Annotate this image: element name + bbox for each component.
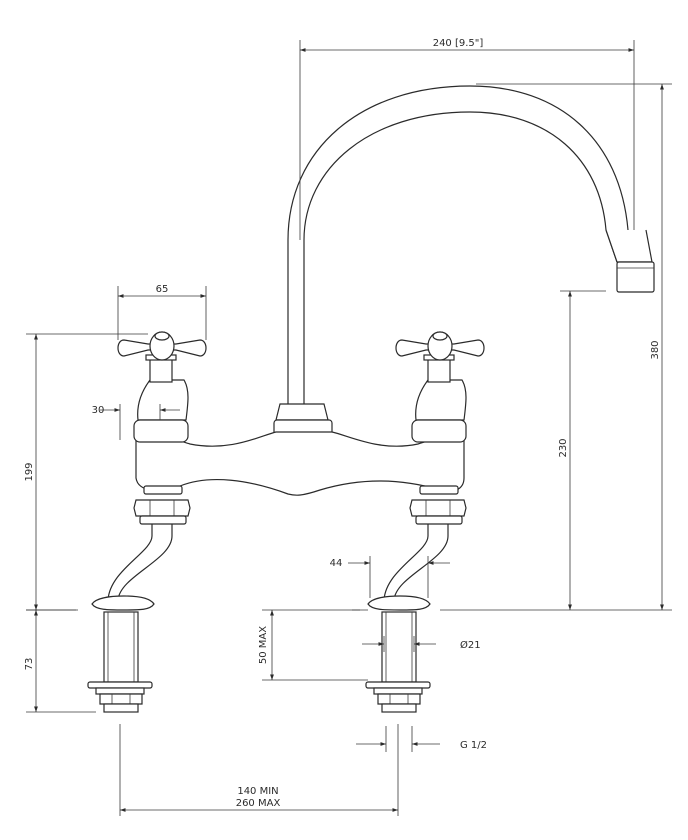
dimension-labels: 240 [9.5"] 380 230 199 73 65 30 50 MAX 4… xyxy=(24,38,661,809)
left-valve xyxy=(117,331,207,443)
spout-collar xyxy=(275,403,329,421)
label-stem-offset: 30 xyxy=(92,405,105,416)
left-flange xyxy=(91,595,155,611)
label-spout-height: 230 xyxy=(558,438,569,457)
right-shank xyxy=(365,611,431,713)
label-centres-max: 260 MAX xyxy=(236,798,281,809)
label-body-height: 199 xyxy=(24,462,35,481)
left-shank xyxy=(87,611,153,713)
label-spout-reach: 240 [9.5"] xyxy=(433,38,484,49)
right-leg xyxy=(383,524,449,601)
label-handle-span: 65 xyxy=(156,284,169,295)
label-shank-diameter: Ø21 xyxy=(460,639,481,651)
spout xyxy=(287,85,629,406)
label-thread: G 1/2 xyxy=(460,740,487,751)
spout-nozzle xyxy=(616,261,655,293)
label-centres-min: 140 MIN xyxy=(237,786,278,797)
label-overall-height: 380 xyxy=(650,340,661,359)
dimension-lines xyxy=(34,48,664,812)
left-leg xyxy=(107,524,173,601)
label-max-deck: 50 MAX xyxy=(258,626,269,664)
right-union-nut xyxy=(409,485,467,525)
left-union-nut xyxy=(133,485,191,525)
right-flange xyxy=(367,595,431,611)
tap-outline xyxy=(87,85,655,713)
label-shank-length: 73 xyxy=(24,658,35,671)
right-valve xyxy=(395,331,485,443)
spout-outlet xyxy=(605,229,653,263)
label-leg-spacing: 44 xyxy=(330,558,343,569)
